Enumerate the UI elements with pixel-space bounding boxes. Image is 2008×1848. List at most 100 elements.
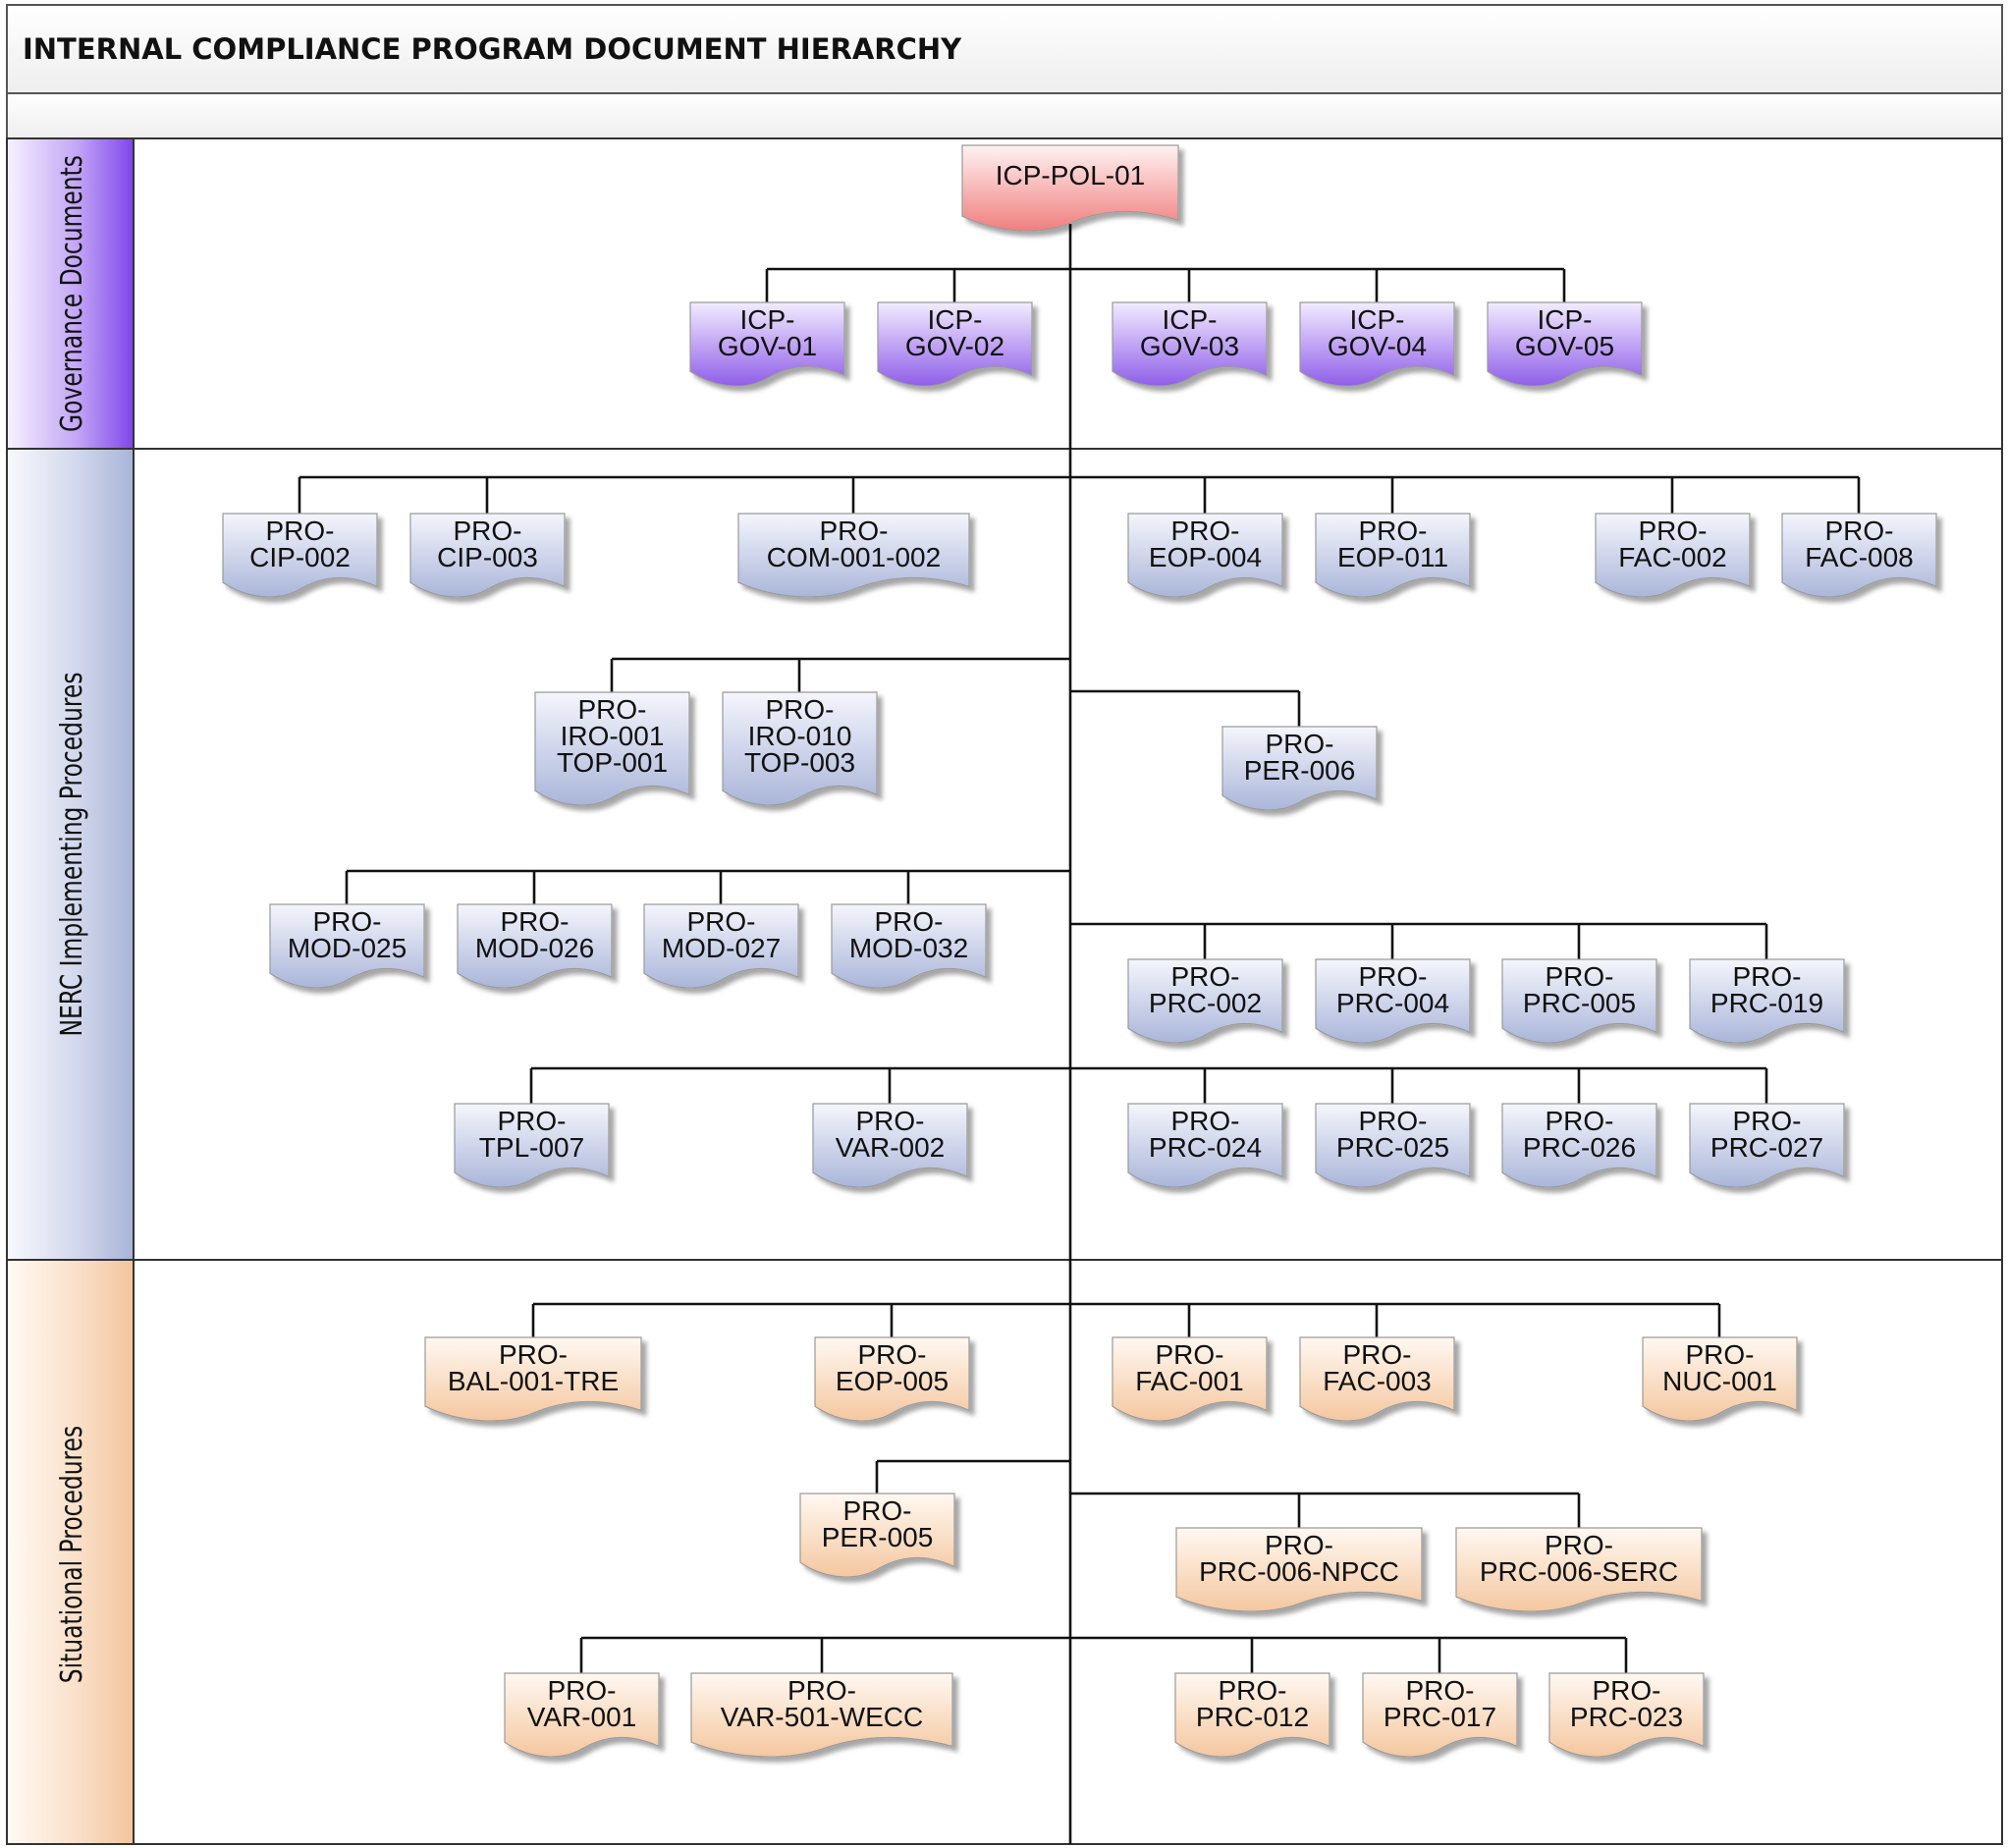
document-label-line: ICP-POL-01 [996,160,1146,190]
document-label-line: IRO-001 [561,721,665,751]
document-node-eop011: PRO-EOP-011 [1315,513,1471,598]
document-label-line: MOD-032 [849,933,968,963]
document-shape [1112,1336,1268,1422]
document-label-line: GOV-04 [1328,331,1427,361]
document-label-line: PRO- [1593,1675,1661,1706]
document-node-eop005: PRO-EOP-005 [814,1336,970,1422]
connector-lines [298,224,1861,1844]
document-label-line: PRO- [1406,1675,1475,1706]
document-label-line: PRO- [1266,729,1334,759]
document-shape [1221,726,1378,811]
document-node-gov05: ICP-GOV-05 [1487,301,1643,387]
document-label-line: PRC-006-SERC [1480,1556,1678,1587]
document-shape [1127,1103,1283,1188]
document-node-tpl007: PRO-TPL-007 [454,1103,610,1188]
document-label-line: PRO- [499,1339,568,1370]
document-shape [1362,1672,1518,1758]
document-label-line: PRO- [266,516,335,546]
title-bar [6,4,2003,94]
document-shape [737,513,970,598]
document-shape [1175,1527,1423,1612]
document-label-line: PRO- [1171,961,1240,992]
document-label-line: PER-006 [1244,755,1356,786]
document-shape [1315,1103,1471,1188]
document-label-line: ICP- [1350,304,1405,335]
document-shape [814,1336,970,1422]
document-label-line: PRO- [766,694,835,725]
document-shape [961,144,1179,232]
document-node-root: ICP-POL-01 [961,144,1179,232]
lane-label-situational: Situational Procedures [55,1426,89,1683]
document-shape [1689,1103,1845,1188]
document-label-line: FAC-001 [1135,1366,1244,1396]
document-node-prc027: PRO-PRC-027 [1689,1103,1845,1188]
document-label-line: PRO- [498,1106,567,1136]
document-label-line: ICP- [740,304,795,335]
document-label-line: PRO- [858,1339,927,1370]
document-node-per005: PRO-PER-005 [799,1493,955,1578]
document-label-line: PRO- [843,1495,912,1526]
document-shape [689,301,845,387]
lane-header-governance [6,137,135,450]
document-label-line: PRC-027 [1710,1132,1823,1163]
document-label-line: PRC-017 [1384,1702,1496,1732]
document-shape [504,1672,660,1758]
document-label-line: MOD-025 [288,933,407,963]
document-label-line: PRC-002 [1149,988,1262,1018]
document-node-prc017: PRO-PRC-017 [1362,1672,1518,1758]
document-label-line: ICP- [1163,304,1218,335]
document-shape [1595,513,1751,598]
document-label-line: VAR-501-WECC [721,1702,923,1732]
document-label-line: PRO- [1546,961,1614,992]
document-node-prc006serc: PRO-PRC-006-SERC [1455,1527,1703,1612]
document-label-line: TOP-001 [557,747,668,778]
document-label-line: EOP-011 [1337,542,1448,572]
document-label-line: PRO- [856,1106,925,1136]
document-shape [1642,1336,1798,1422]
document-shape [1501,1103,1657,1188]
document-label-line: PRO- [1733,1106,1802,1136]
document-label-line: PRO- [501,906,570,937]
document-label-line: PRO- [1359,516,1428,546]
document-label-line: PRO- [1265,1530,1333,1560]
document-shape [424,1336,642,1422]
document-shape [1781,513,1937,598]
document-shape [1501,958,1657,1044]
document-node-var002: PRO-VAR-002 [812,1103,968,1188]
document-label-line: PRO- [875,906,944,937]
document-label-line: NUC-001 [1662,1366,1777,1396]
document-label-line: PRO- [1545,1530,1613,1560]
document-label-line: ICP- [1538,304,1593,335]
document-shape [812,1103,968,1188]
document-node-fac001: PRO-FAC-001 [1112,1336,1268,1422]
document-label-line: VAR-001 [527,1702,637,1732]
document-node-prc024: PRO-PRC-024 [1127,1103,1283,1188]
document-label-line: ICP- [928,304,983,335]
document-node-prc026: PRO-PRC-026 [1501,1103,1657,1188]
document-node-prc004: PRO-PRC-004 [1315,958,1471,1044]
document-label-line: PER-005 [822,1522,934,1552]
document-label-line: PRO- [1171,1106,1240,1136]
document-shape [1299,1336,1455,1422]
document-label-line: GOV-02 [905,331,1004,361]
document-label-line: PRC-019 [1710,988,1823,1018]
document-node-gov02: ICP-GOV-02 [877,301,1033,387]
document-shape [269,903,425,989]
document-label-line: PRC-012 [1196,1702,1309,1732]
document-node-mod026: PRO-MOD-026 [457,903,613,989]
document-node-gov03: ICP-GOV-03 [1112,301,1268,387]
document-label-line: COM-001-002 [767,542,941,572]
document-node-mod027: PRO-MOD-027 [643,903,799,989]
document-label-line: PRO- [1825,516,1894,546]
document-label-line: PRC-023 [1570,1702,1683,1732]
document-shape [1689,958,1845,1044]
document-node-mod032: PRO-MOD-032 [831,903,987,989]
document-node-prc005: PRO-PRC-005 [1501,958,1657,1044]
document-label-line: PRC-004 [1336,988,1449,1018]
document-label-line: GOV-05 [1515,331,1614,361]
document-label-line: PRO- [1686,1339,1755,1370]
document-shape [457,903,613,989]
document-label-line: IRO-010 [748,721,852,751]
document-label-line: TOP-003 [744,747,855,778]
document-shape [831,903,987,989]
